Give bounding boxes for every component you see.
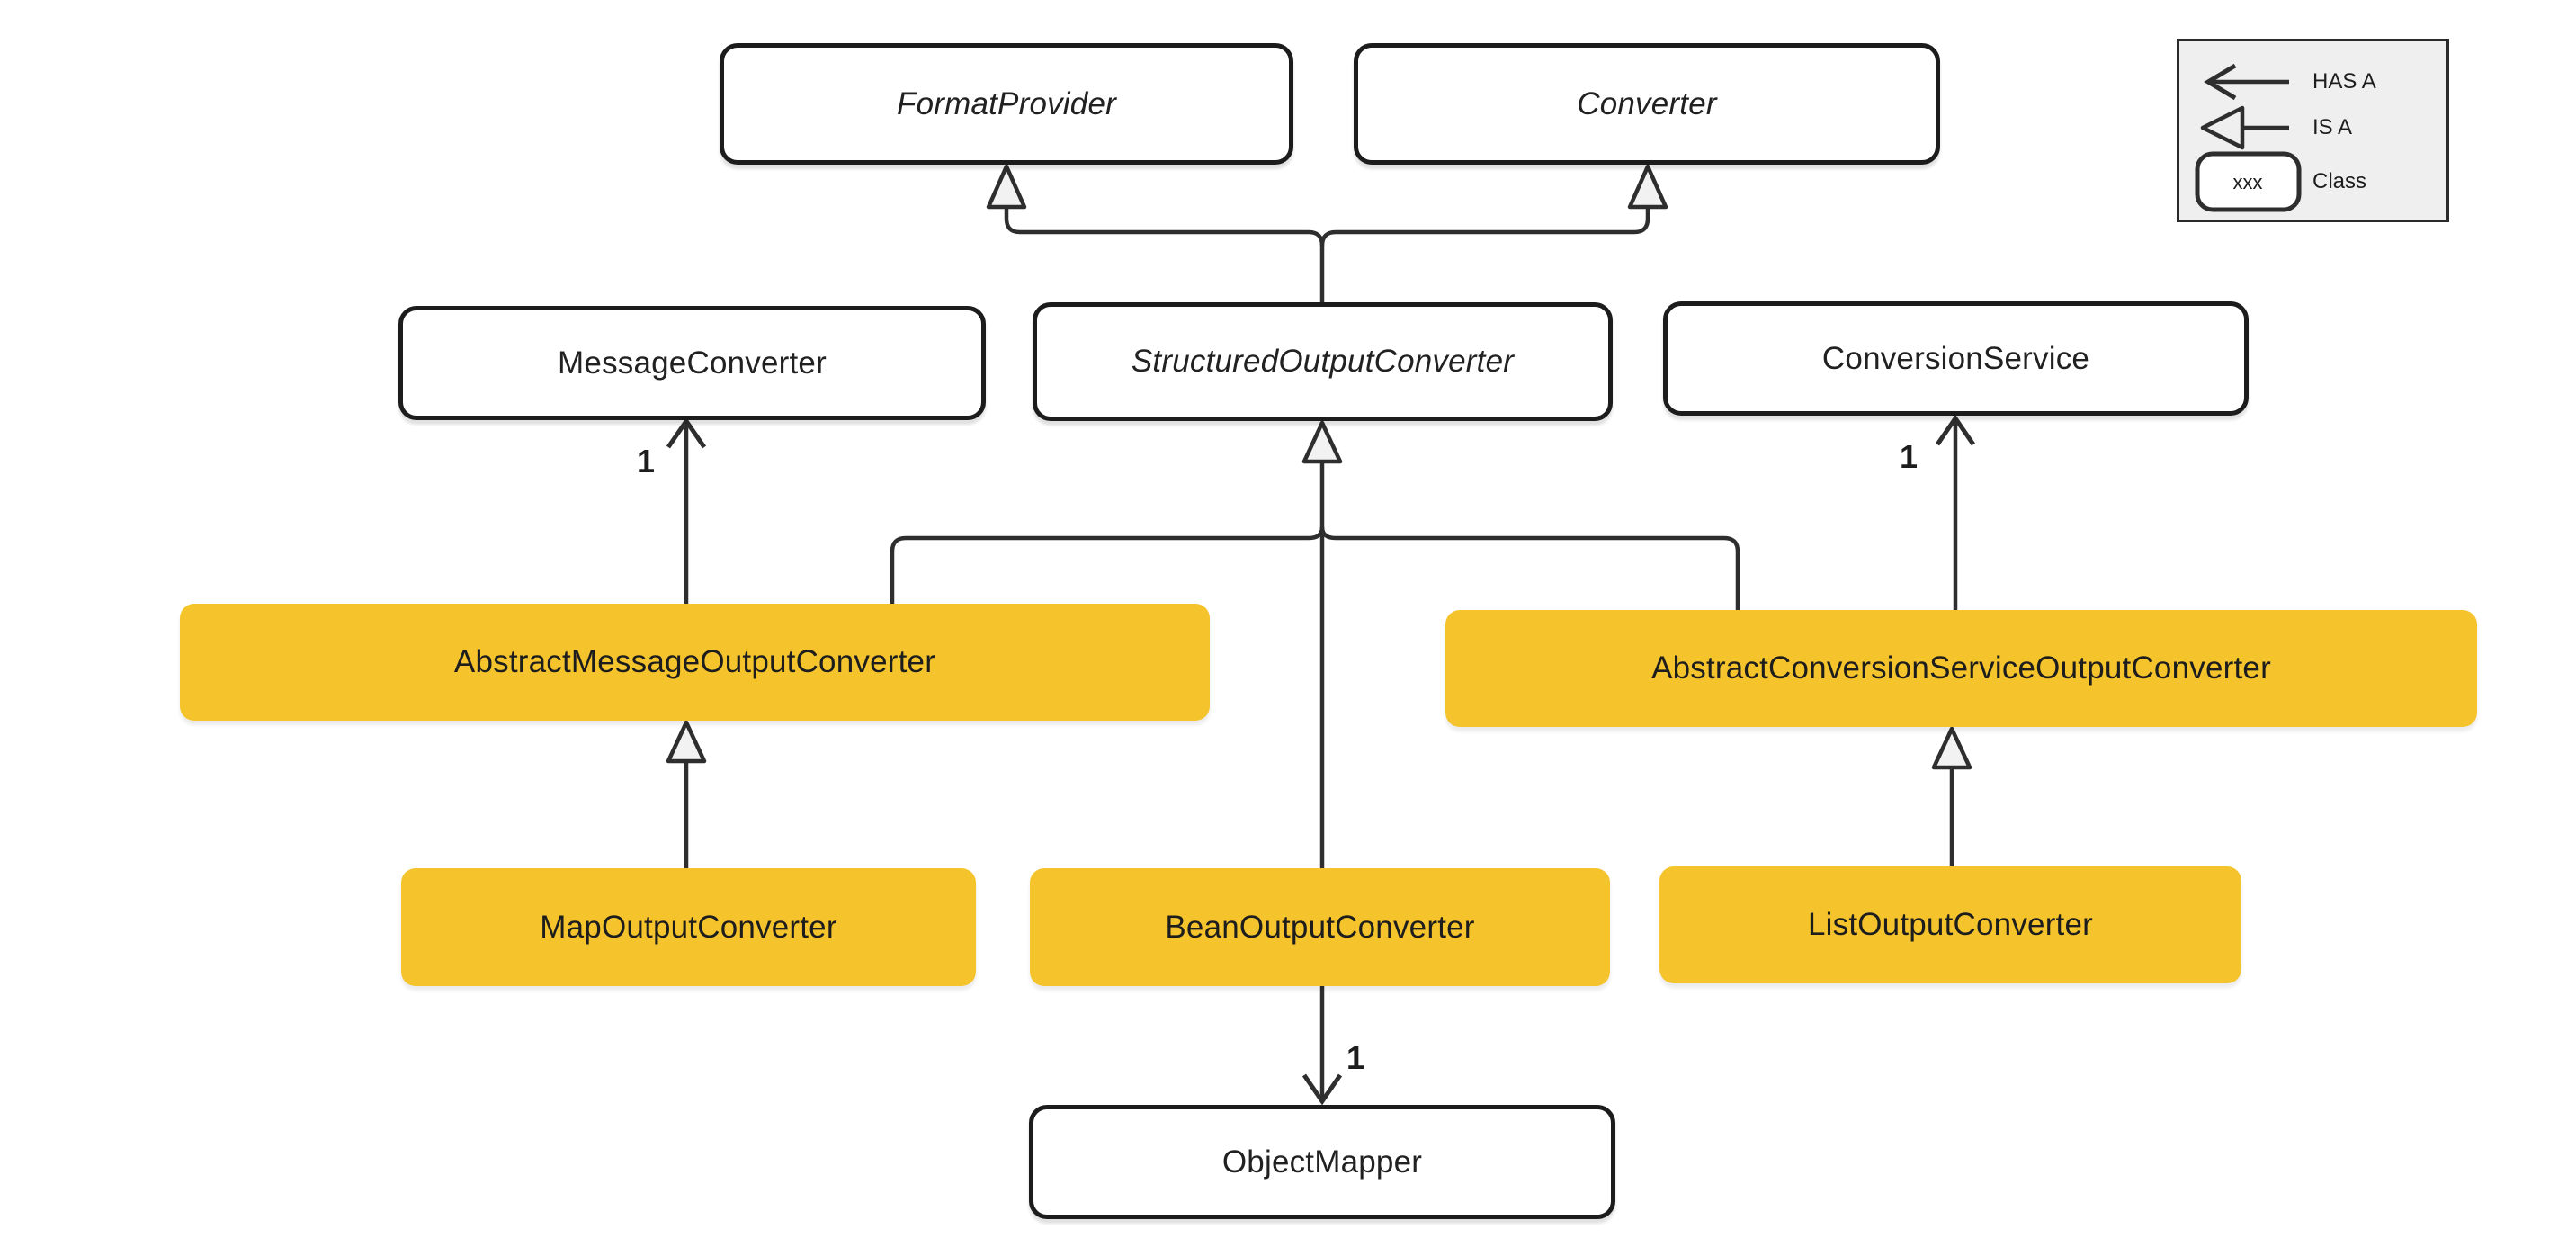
has-a-arrowhead-icon: [1935, 414, 1976, 446]
edge-bean-has-a-object-mapper: [1301, 986, 1343, 1106]
node-abstract-conversion-service-output-converter: AbstractConversionServiceOutputConverter: [1445, 610, 2477, 727]
multiplicity-label-message-converter: 1: [636, 443, 656, 480]
edge-soc-is-a-format-provider: [986, 164, 1325, 302]
node-object-mapper: ObjectMapper: [1029, 1105, 1615, 1219]
edge-acsoc-has-a-conversion-service: [1935, 414, 1976, 610]
has-a-arrowhead-icon: [1301, 1073, 1343, 1106]
node-abstract-conversion-service-output-converter-label: AbstractConversionServiceOutputConverter: [1651, 650, 2271, 686]
edge-children-is-a-soc: [890, 420, 1740, 868]
is-a-triangle-icon: [986, 164, 1027, 210]
edge-acsoc-is-a-soc: [1319, 526, 1740, 610]
edge-list-is-a-acsoc: [1931, 726, 1972, 866]
node-conversion-service: ConversionService: [1663, 301, 2249, 416]
node-structured-output-converter: StructuredOutputConverter: [1033, 302, 1613, 421]
legend-label-is-a: IS A: [2312, 115, 2353, 139]
is-a-triangle-icon: [666, 720, 707, 764]
legend-label-has-a: HAS A: [2312, 69, 2376, 94]
node-structured-output-converter-label: StructuredOutputConverter: [1131, 344, 1515, 379]
has-a-arrow-icon: [2204, 63, 2289, 101]
node-map-output-converter-label: MapOutputConverter: [540, 909, 837, 945]
is-a-arrow-icon: [2200, 105, 2289, 150]
has-a-arrowhead-icon: [666, 417, 707, 449]
node-format-provider: FormatProvider: [720, 43, 1293, 165]
edge-amoc-has-a-message-converter: [666, 417, 707, 604]
legend-label-class: Class: [2312, 169, 2367, 193]
legend: xxx HAS A IS A Class: [2177, 39, 2449, 222]
class-box-icon: xxx: [2195, 151, 2302, 212]
node-message-converter: MessageConverter: [398, 306, 986, 420]
legend-glyphs: xxx: [2195, 63, 2302, 212]
edge-amoc-is-a-soc: [890, 526, 1325, 604]
node-bean-output-converter-label: BeanOutputConverter: [1165, 909, 1475, 945]
class-box-sample-text: xxx: [2233, 171, 2263, 193]
multiplicity-label-object-mapper: 1: [1346, 1039, 1365, 1076]
multiplicity-label-conversion-service: 1: [1899, 438, 1919, 475]
node-list-output-converter-label: ListOutputConverter: [1807, 907, 2093, 942]
node-bean-output-converter: BeanOutputConverter: [1030, 868, 1610, 986]
node-abstract-message-output-converter: AbstractMessageOutputConverter: [180, 604, 1210, 721]
node-converter: Converter: [1354, 43, 1940, 165]
node-converter-label: Converter: [1577, 85, 1717, 121]
node-message-converter-label: MessageConverter: [558, 345, 827, 381]
node-object-mapper-label: ObjectMapper: [1221, 1144, 1423, 1180]
node-map-output-converter: MapOutputConverter: [401, 868, 976, 986]
is-a-triangle-icon: [1301, 420, 1343, 464]
node-conversion-service-label: ConversionService: [1821, 340, 2090, 376]
node-abstract-message-output-converter-label: AbstractMessageOutputConverter: [453, 644, 936, 679]
is-a-triangle-icon: [1931, 726, 1972, 770]
node-format-provider-label: FormatProvider: [897, 85, 1116, 121]
edge-soc-is-a-converter: [1319, 164, 1668, 247]
edge-map-is-a-amoc: [666, 720, 707, 868]
is-a-triangle-icon: [1627, 164, 1668, 210]
node-list-output-converter: ListOutputConverter: [1659, 866, 2241, 983]
